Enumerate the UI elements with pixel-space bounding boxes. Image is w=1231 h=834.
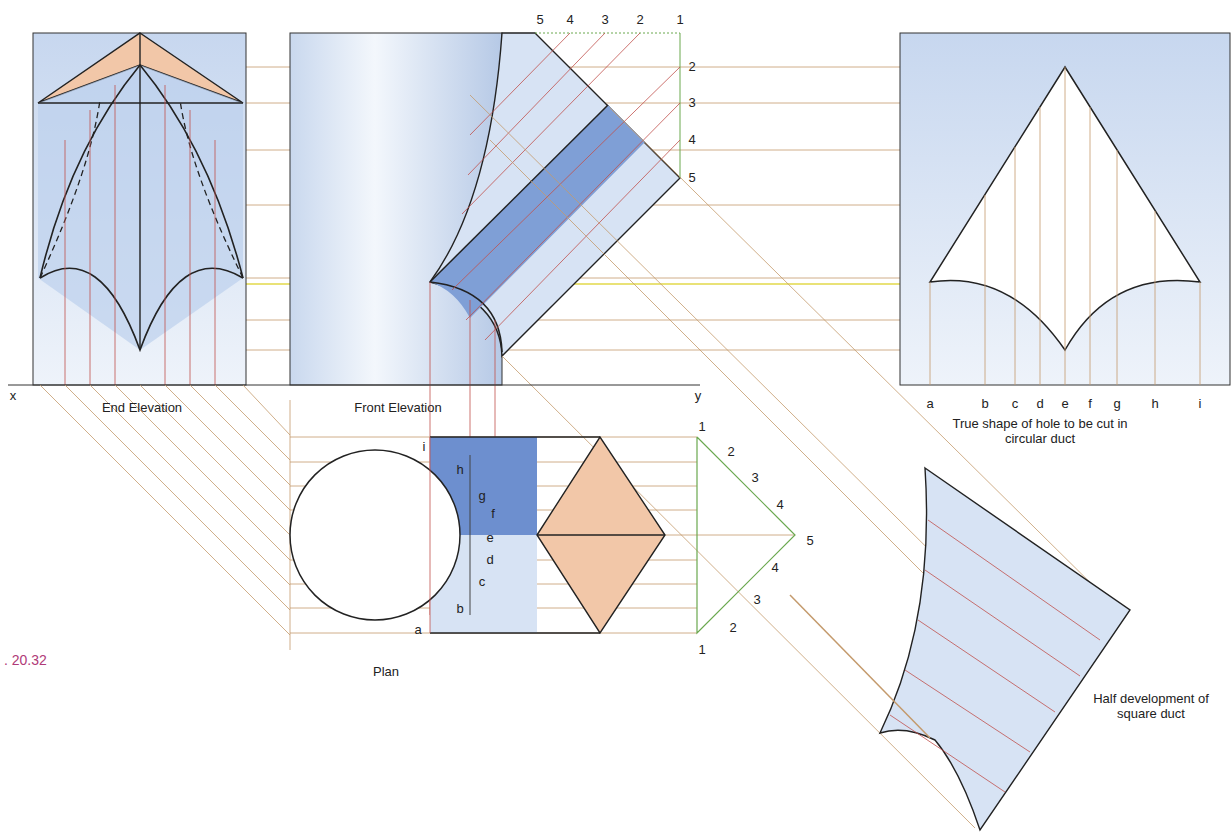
point-label: 2: [727, 445, 734, 460]
point-label: 3: [601, 13, 608, 28]
point-label: c: [1012, 397, 1019, 412]
point-label: 2: [729, 621, 736, 636]
true-shape: [900, 33, 1230, 385]
point-label: i: [423, 440, 426, 455]
point-label: i: [1199, 397, 1202, 412]
figure-caption: . 20.32: [4, 652, 47, 668]
point-label: x: [10, 389, 17, 404]
point-label: g: [1113, 397, 1120, 412]
point-label: 4: [566, 13, 573, 28]
point-label: Plan: [373, 665, 399, 680]
point-label: g: [478, 489, 485, 504]
view-title: True shape of hole to be cut in circular…: [940, 417, 1140, 447]
point-label: 3: [751, 471, 758, 486]
point-label: b: [981, 397, 988, 412]
point-label: 4: [688, 133, 695, 148]
point-label: 3: [753, 593, 760, 608]
point-label: 1: [698, 643, 705, 658]
point-label: 5: [688, 171, 695, 186]
point-label: End Elevation: [102, 401, 182, 416]
view-title: Half development of square duct: [1076, 692, 1226, 722]
point-label: 2: [688, 60, 695, 75]
point-label: a: [414, 623, 421, 638]
point-label: e: [486, 531, 493, 546]
point-label: h: [1151, 397, 1158, 412]
point-label: d: [1036, 397, 1043, 412]
point-label: y: [695, 389, 702, 404]
point-label: e: [1061, 397, 1068, 412]
half-development: [790, 468, 1130, 830]
point-label: c: [479, 575, 486, 590]
point-label: 4: [776, 498, 783, 513]
point-label: b: [456, 602, 463, 617]
projection-lines: [40, 385, 795, 650]
point-label: 2: [636, 13, 643, 28]
point-label: Front Elevation: [354, 401, 441, 416]
plan-view: [290, 437, 665, 633]
end-elevation: [33, 33, 246, 385]
point-label: 1: [676, 13, 683, 28]
point-label: f: [491, 507, 495, 522]
point-label: f: [1088, 397, 1092, 412]
point-label: 5: [536, 13, 543, 28]
point-label: d: [486, 553, 493, 568]
point-label: 3: [688, 96, 695, 111]
point-label: 1: [698, 420, 705, 435]
point-label: 5: [806, 534, 813, 549]
point-label: 4: [771, 561, 778, 576]
edge-triangle: [697, 437, 795, 633]
point-label: h: [456, 463, 463, 478]
point-label: a: [926, 397, 933, 412]
